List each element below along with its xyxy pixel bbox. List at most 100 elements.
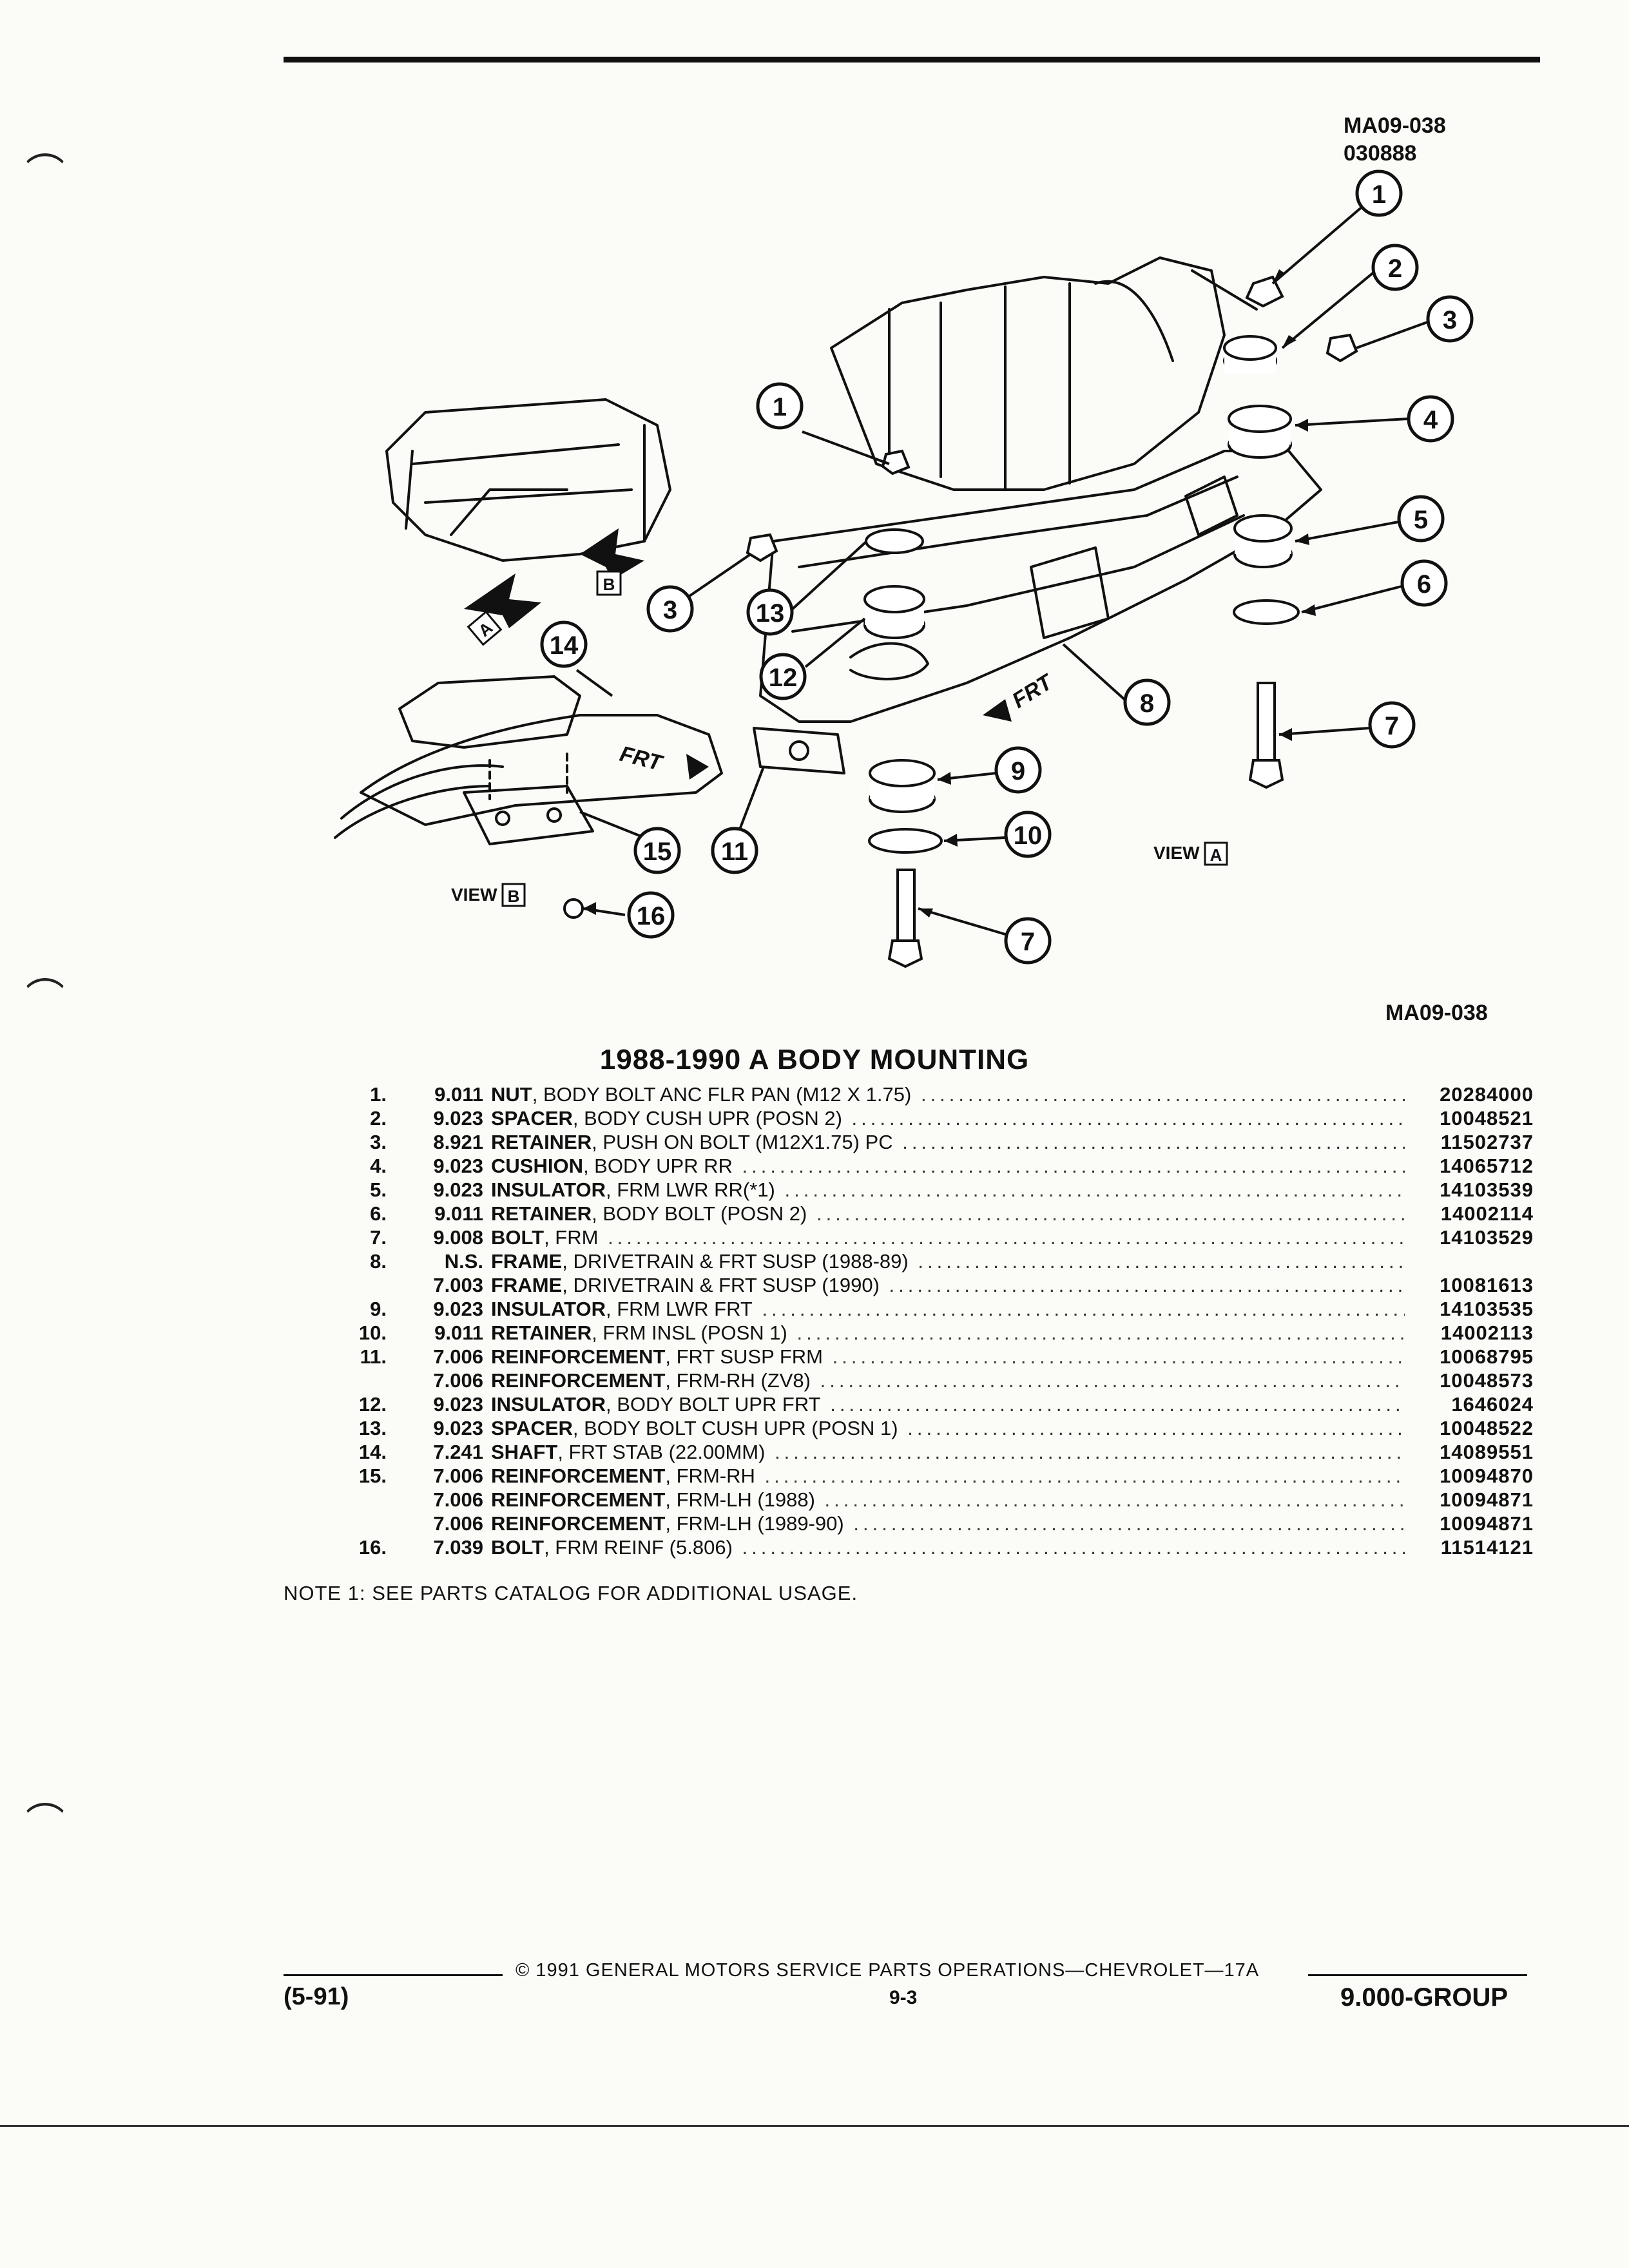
part-description: CUSHION, BODY UPR RR ...................… (491, 1154, 1405, 1178)
part-description: FRAME, DRIVETRAIN & FRT SUSP (1990) ....… (491, 1273, 1405, 1297)
part-number: 20284000 (1440, 1083, 1534, 1106)
leader-dots: ........................................… (832, 1345, 1405, 1368)
part-number: 10048573 (1440, 1369, 1534, 1392)
leader-dots: ........................................… (918, 1250, 1405, 1273)
part-number: 14002114 (1440, 1202, 1534, 1225)
part-description: INSULATOR, FRM LWR FRT .................… (491, 1297, 1405, 1321)
part-name: SPACER (491, 1107, 573, 1129)
part-number: 11514121 (1440, 1536, 1534, 1559)
part-detail: , PUSH ON BOLT (M12X1.75) PC (592, 1131, 893, 1153)
item-number: 10. (358, 1321, 387, 1344)
part-detail: , BODY BOLT CUSH UPR (POSN 1) (572, 1417, 898, 1439)
svg-text:10: 10 (1014, 822, 1043, 850)
page-number: 9-3 (889, 1987, 918, 2008)
margin-mark: ⌒ (26, 151, 64, 196)
callout-3b: 3 (646, 585, 694, 633)
part-name: SPACER (491, 1417, 573, 1439)
part-number: 10081613 (1440, 1274, 1534, 1296)
group-number: 9.023 (433, 1298, 483, 1320)
item-number (309, 1512, 387, 1535)
part-description: INSULATOR, FRM LWR RR(*1) ..............… (491, 1178, 1405, 1202)
callout-12: 12 (759, 653, 807, 700)
group-number: 7.039 (433, 1536, 483, 1559)
part-detail: , DRIVETRAIN & FRT SUSP (1990) (562, 1274, 880, 1296)
svg-text:4: 4 (1423, 406, 1438, 434)
svg-text:FRT: FRT (1008, 669, 1058, 713)
item-number (309, 1369, 387, 1392)
view-badges: A B (467, 570, 622, 646)
part-description: SHAFT, FRT STAB (22.00MM) ..............… (491, 1440, 1405, 1464)
leader-dots: ........................................… (608, 1226, 1405, 1249)
item-number: 16. (358, 1536, 387, 1559)
callout-13: 13 (746, 588, 794, 636)
svg-text:B: B (508, 887, 520, 906)
item-number: 15. (358, 1465, 387, 1487)
part-detail: , FRM LWR RR(*1) (605, 1178, 775, 1201)
leader-dots: ........................................… (816, 1202, 1405, 1225)
top-rule (284, 57, 1540, 62)
part-number: 10094871 (1440, 1488, 1534, 1511)
hardware (563, 275, 1358, 968)
part-number: 14103539 (1440, 1178, 1534, 1201)
part-number: 10068795 (1440, 1345, 1534, 1368)
callout-7: 7 (1368, 701, 1416, 749)
page-title: 1988-1990 A BODY MOUNTING (599, 1044, 1030, 1075)
svg-text:VIEW: VIEW (451, 885, 497, 905)
group-number: 9.011 (434, 1083, 483, 1106)
item-number: 3. (370, 1131, 387, 1153)
part-number: 14065712 (1440, 1155, 1534, 1177)
direction-arrows (464, 528, 1012, 780)
leader-dots: ........................................… (764, 1465, 1405, 1487)
item-number: 8. (370, 1250, 387, 1273)
part-number: 10094871 (1440, 1512, 1534, 1535)
figure-caption-code: MA09-038 (1385, 1001, 1488, 1025)
item-number: 1. (370, 1083, 387, 1106)
part-description: REINFORCEMENT, FRM-RH (ZV8) ............… (491, 1369, 1405, 1392)
part-detail: , FRT STAB (22.00MM) (557, 1441, 766, 1463)
part-description: INSULATOR, BODY BOLT UPR FRT ...........… (491, 1392, 1405, 1416)
svg-text:2: 2 (1388, 255, 1402, 283)
svg-text:3: 3 (663, 596, 677, 624)
leader-dots: ........................................… (853, 1512, 1405, 1535)
part-name: BOLT (491, 1226, 545, 1249)
part-number: 10094870 (1440, 1465, 1534, 1487)
callout-10: 10 (1004, 811, 1052, 858)
svg-text:7: 7 (1021, 928, 1035, 956)
group-number: 8.921 (433, 1131, 483, 1153)
view-b-label: VIEW B (451, 883, 526, 907)
svg-text:15: 15 (643, 838, 672, 866)
part-description: REINFORCEMENT, FRM-RH ..................… (491, 1464, 1405, 1488)
item-number: 11. (360, 1345, 387, 1368)
leader-dots: ........................................… (762, 1298, 1405, 1320)
item-number: 2. (370, 1107, 387, 1129)
part-detail: , FRM LWR FRT (605, 1298, 753, 1320)
svg-text:1: 1 (773, 393, 787, 421)
part-name: RETAINER (491, 1321, 592, 1344)
parts-row: 8.N.S.FRAME, DRIVETRAIN & FRT SUSP (1988… (309, 1249, 1534, 1273)
part-detail: , FRM REINF (5.806) (544, 1536, 733, 1559)
part-detail: , FRM INSL (POSN 1) (592, 1321, 787, 1344)
callout-3: 3 (1426, 295, 1474, 343)
part-number: 14103535 (1440, 1298, 1534, 1320)
part-description: REINFORCEMENT, FRM-LH (1988) ...........… (491, 1488, 1405, 1512)
item-number: 7. (370, 1226, 387, 1249)
item-number: 4. (370, 1155, 387, 1177)
figure-date-code: 030888 (1344, 141, 1417, 166)
part-name: CUSHION (491, 1155, 583, 1177)
group-label: 9.000-GROUP (1340, 1983, 1509, 2012)
group-number: N.S. (444, 1250, 483, 1273)
callout-7b: 7 (1004, 917, 1052, 965)
part-name: REINFORCEMENT (491, 1488, 666, 1511)
leader-dots: ........................................… (824, 1488, 1405, 1511)
group-number: 9.011 (434, 1202, 483, 1225)
figure-code: MA09-038 (1344, 113, 1446, 138)
part-description: SPACER, BODY CUSH UPR (POSN 2) .........… (491, 1106, 1405, 1130)
svg-text:12: 12 (769, 664, 798, 692)
part-name: INSULATOR (491, 1393, 606, 1416)
svg-text:B: B (603, 575, 615, 594)
